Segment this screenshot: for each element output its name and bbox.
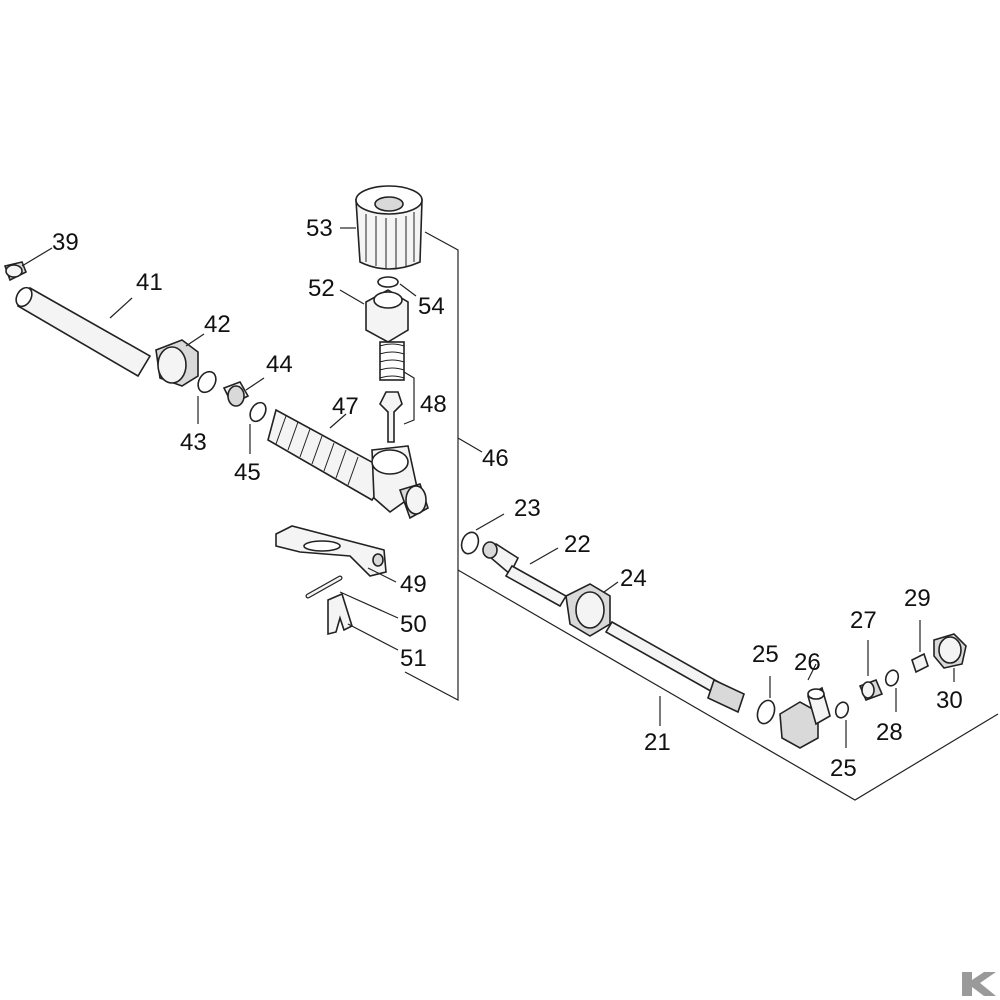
part-labels: 39 41 42 43 44 45 47 48 46 52 53 54 49 5… — [52, 215, 963, 782]
label-22: 22 — [564, 531, 591, 558]
label-29: 29 — [904, 585, 931, 612]
label-51: 51 — [400, 645, 427, 672]
label-24: 24 — [620, 565, 647, 592]
part-22-lance-rod — [482, 541, 568, 608]
part-51-safety-catch — [327, 592, 399, 651]
label-30: 30 — [936, 687, 963, 714]
label-50: 50 — [400, 611, 427, 638]
assembly-bracket-21 — [457, 569, 999, 801]
part-25b-o-ring — [834, 701, 850, 748]
part-24-union-nut — [565, 581, 619, 637]
label-23: 23 — [514, 495, 541, 522]
label-47: 47 — [332, 393, 359, 420]
knurl-lines — [365, 212, 415, 268]
part-48-spring — [379, 341, 415, 443]
part-50-pin — [305, 575, 399, 619]
k-logo-icon — [962, 972, 996, 996]
part-27-nozzle-insert — [858, 640, 884, 702]
label-49: 49 — [400, 571, 427, 598]
label-25-lower: 25 — [830, 755, 857, 782]
label-45: 45 — [234, 459, 261, 486]
label-54: 54 — [418, 293, 445, 320]
part-47-valve-body — [267, 408, 429, 520]
label-25-upper: 25 — [752, 641, 779, 668]
part-26-elbow — [779, 663, 831, 749]
part-39-clamp — [3, 247, 53, 282]
part-52-cap-housing — [339, 289, 409, 343]
label-46: 46 — [482, 445, 509, 472]
part-43-o-ring — [197, 370, 217, 424]
part-30-nozzle-cap — [933, 633, 967, 682]
part-25a-o-ring — [756, 676, 776, 725]
part-45-o-ring — [249, 401, 267, 454]
label-43: 43 — [180, 429, 207, 456]
label-28: 28 — [876, 719, 903, 746]
part-28-o-ring — [884, 669, 900, 712]
part-53-knob — [340, 185, 423, 270]
part-21-lance-tube — [604, 620, 745, 726]
bellows-ribs — [275, 415, 359, 486]
label-48: 48 — [420, 391, 447, 418]
part-42-nut — [155, 333, 205, 387]
part-49-trigger — [275, 525, 397, 583]
part-41-tube — [15, 286, 152, 378]
part-54-o-ring — [377, 276, 417, 297]
part-44-fitting — [222, 377, 265, 407]
label-44: 44 — [266, 351, 293, 378]
label-39: 39 — [52, 229, 79, 256]
label-21: 21 — [644, 729, 671, 756]
label-41: 41 — [136, 269, 163, 296]
part-29-nozzle-tip — [911, 620, 929, 674]
label-27: 27 — [850, 607, 877, 634]
label-42: 42 — [204, 311, 231, 338]
assembly-bracket-46 — [404, 231, 483, 701]
part-23-o-ring — [460, 513, 505, 555]
label-52: 52 — [308, 275, 335, 302]
label-53: 53 — [306, 215, 333, 242]
label-26: 26 — [794, 649, 821, 676]
